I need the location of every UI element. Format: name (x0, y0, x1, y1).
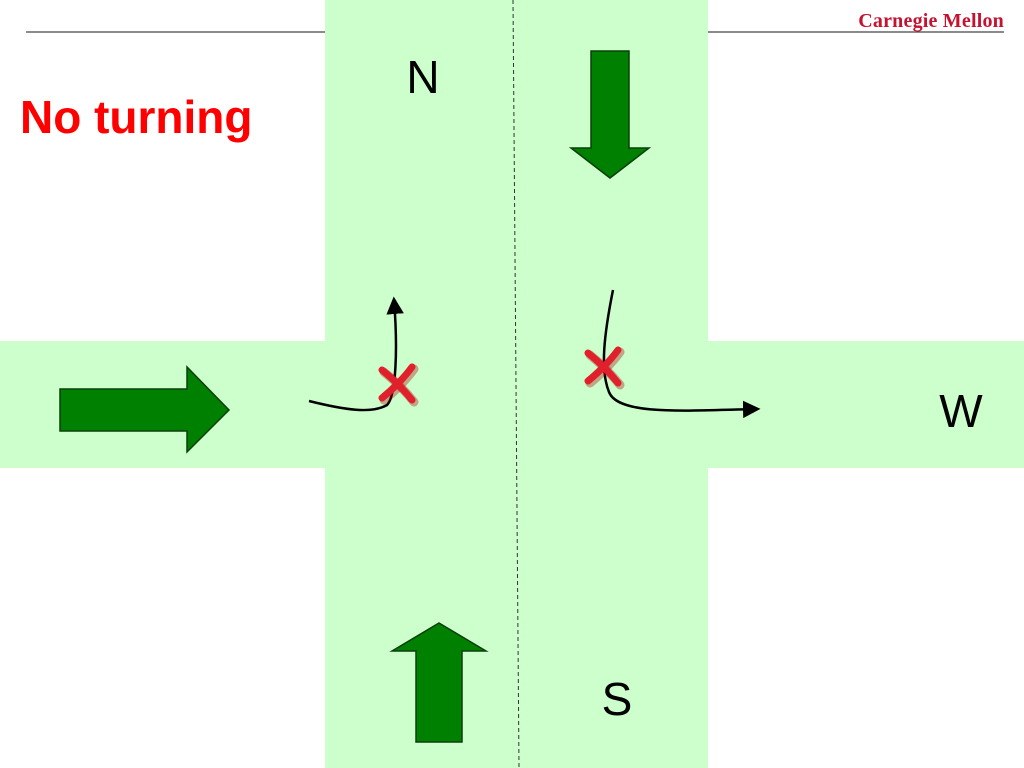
arrow-up-icon (389, 622, 489, 743)
direction-label-north: N (406, 51, 439, 103)
arrow-right-icon (59, 365, 231, 454)
cross-mark-icon (584, 346, 625, 390)
arrow-down-icon (568, 50, 652, 179)
direction-label-south: S (602, 673, 633, 725)
direction-label-west: W (939, 385, 983, 437)
brand-logo: Carnegie Mellon (858, 10, 1004, 32)
center-dashed-line (512, 0, 520, 768)
turn-left-path-icon (308, 296, 404, 412)
cross-mark-icon (378, 363, 419, 407)
turn-right-path-icon (602, 289, 761, 419)
slide-title: No turning (20, 91, 253, 143)
